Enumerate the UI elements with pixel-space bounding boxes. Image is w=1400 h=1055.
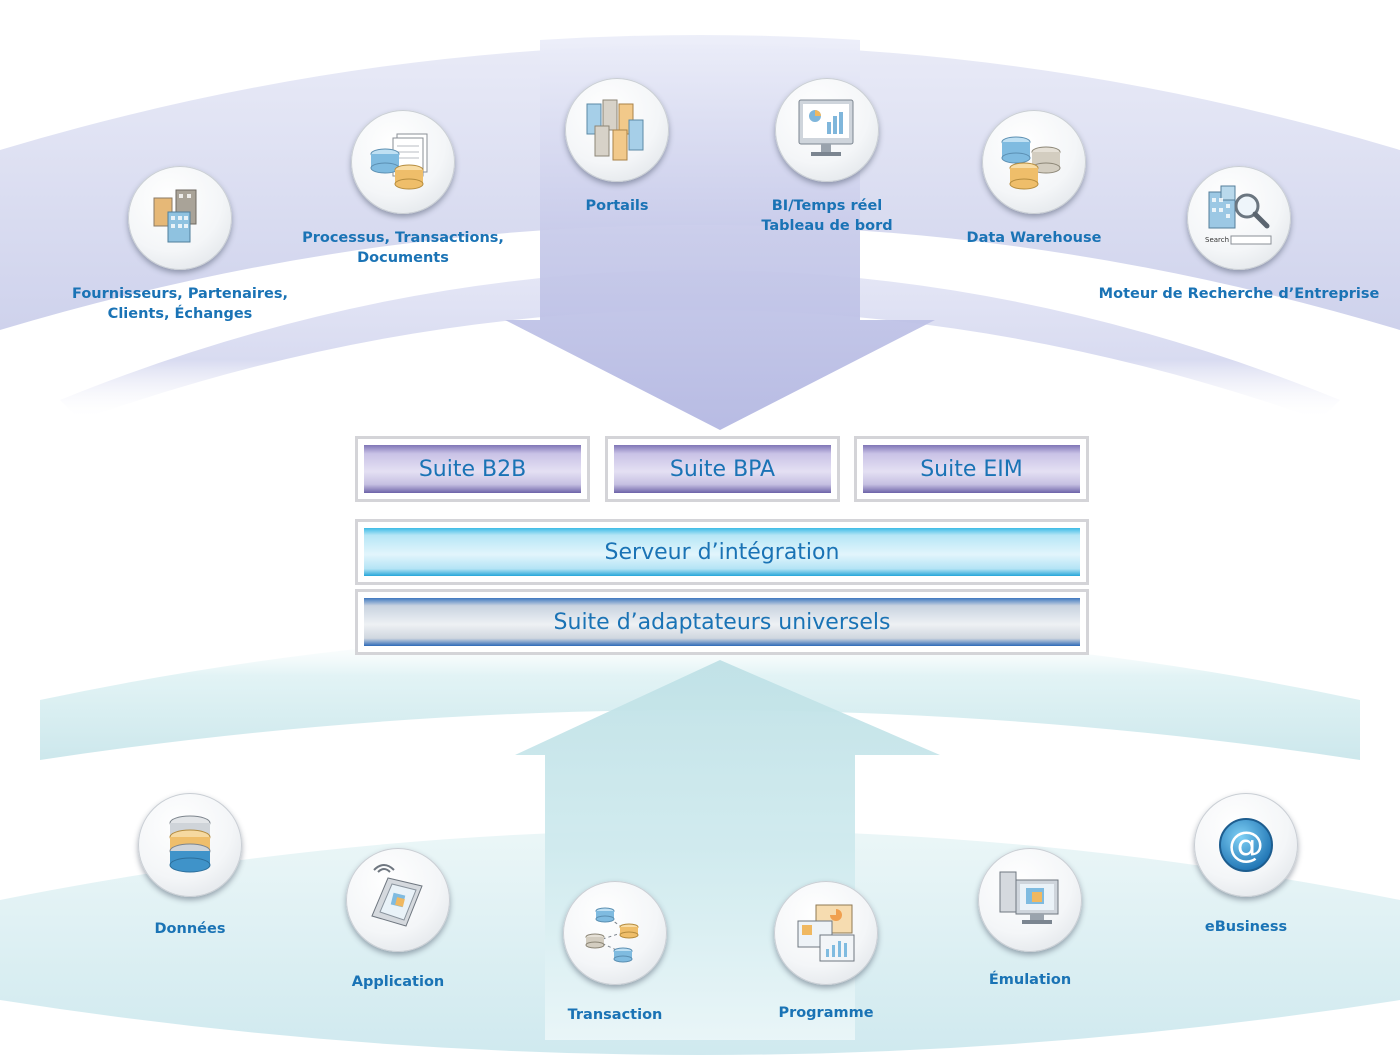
partners-label-line2: Clients, Échanges bbox=[107, 306, 253, 322]
suite-bpa-box: Suite BPA bbox=[605, 436, 840, 502]
partners-label-line1: Fournisseurs, Partenaires, bbox=[72, 286, 288, 302]
portals-label: Portails bbox=[585, 198, 649, 214]
emulation-label: Émulation bbox=[988, 972, 1072, 988]
suite-eim-box: Suite EIM bbox=[854, 436, 1089, 502]
enterprise-search-icon: Search bbox=[1187, 166, 1291, 270]
at-sign-icon: @ bbox=[1194, 793, 1298, 897]
processes-label-line1: Processus, Transactions, bbox=[302, 230, 504, 246]
integration-server-box: Serveur d’intégration bbox=[355, 519, 1089, 585]
buildings-icon bbox=[128, 166, 232, 270]
database-documents-icon bbox=[351, 110, 455, 214]
database-stack-icon bbox=[138, 793, 242, 897]
data-warehouse-icon bbox=[982, 110, 1086, 214]
application-label: Application bbox=[351, 974, 445, 990]
dashboard-monitor-icon bbox=[775, 78, 879, 182]
suite-b2b-bar: Suite B2B bbox=[364, 445, 581, 493]
suite-bpa-bar: Suite BPA bbox=[614, 445, 831, 493]
program-charts-icon bbox=[774, 881, 878, 985]
search-label: Moteur de Recherche d’Entreprise bbox=[1098, 286, 1380, 302]
transaction-label: Transaction bbox=[567, 1007, 663, 1023]
ebusiness-label: eBusiness bbox=[1204, 919, 1288, 935]
program-label: Programme bbox=[778, 1005, 874, 1021]
search-icon-text: Search bbox=[1205, 236, 1229, 244]
suite-eim-bar: Suite EIM bbox=[863, 445, 1080, 493]
emulation-terminal-icon bbox=[978, 848, 1082, 952]
adapter-suite-box: Suite d’adaptateurs universels bbox=[355, 589, 1089, 655]
bi-label-line2: Tableau de bord bbox=[761, 218, 893, 234]
suite-b2b-box: Suite B2B bbox=[355, 436, 590, 502]
tablet-app-icon bbox=[346, 848, 450, 952]
data-label: Données bbox=[154, 921, 226, 937]
integration-server-bar: Serveur d’intégration bbox=[364, 528, 1080, 576]
portal-servers-icon bbox=[565, 78, 669, 182]
warehouse-label: Data Warehouse bbox=[966, 230, 1102, 246]
adapter-suite-bar: Suite d’adaptateurs universels bbox=[364, 598, 1080, 646]
bi-label-line1: BI/Temps réel bbox=[771, 198, 883, 214]
transaction-network-icon bbox=[563, 881, 667, 985]
at-sign-text: @ bbox=[1228, 825, 1264, 866]
processes-label-line2: Documents bbox=[357, 250, 449, 266]
